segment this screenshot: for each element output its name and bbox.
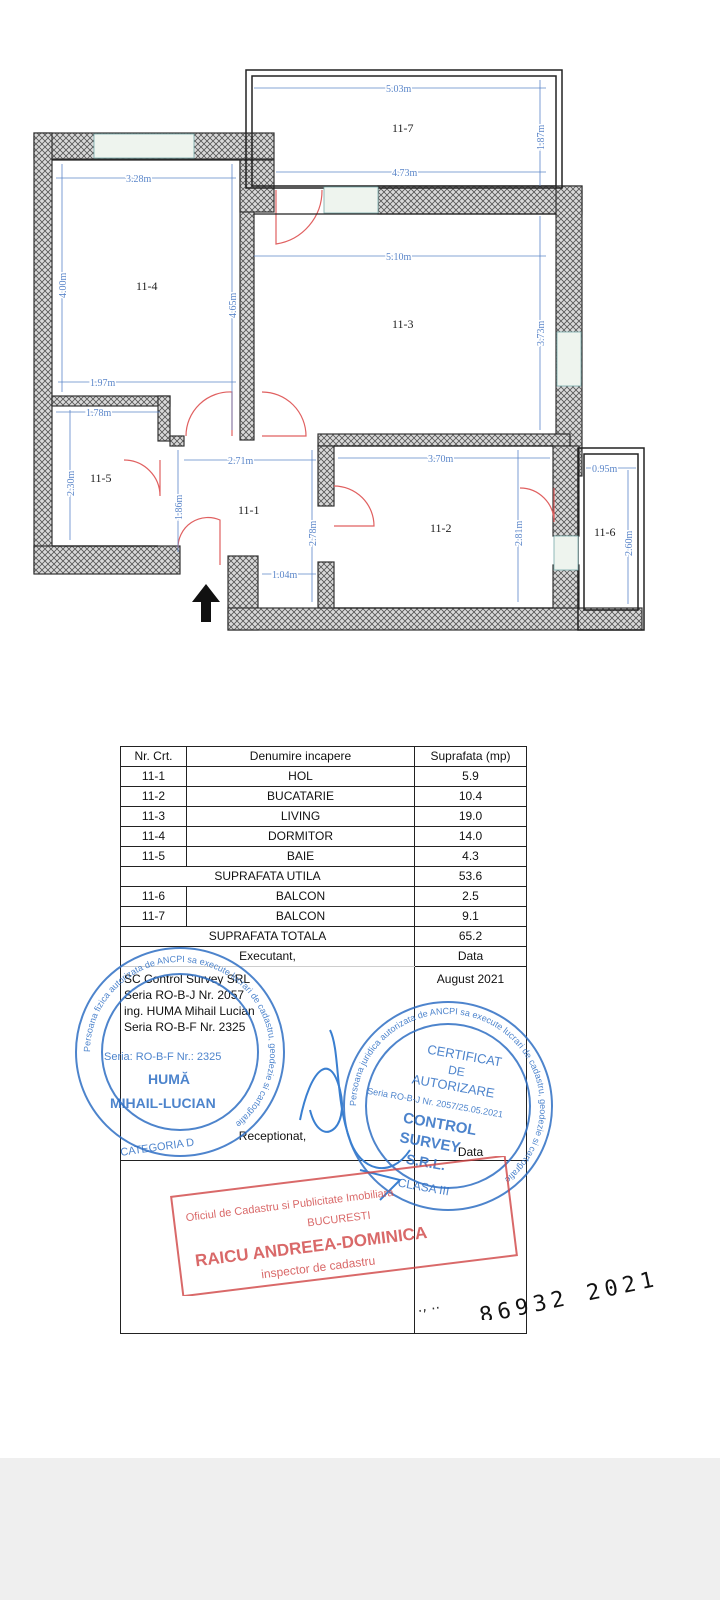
cell-nr: 11-7 — [120, 906, 187, 927]
left-seal-line2: HUMĂ — [148, 1071, 190, 1087]
svg-text:., ..: ., .. — [416, 1296, 441, 1316]
header-denumire: Denumire incapere — [186, 746, 415, 767]
data-label: Data — [414, 946, 527, 967]
dim-503: 5.03m — [386, 84, 412, 95]
room-label-11-3: 11-3 — [392, 317, 414, 331]
room-lines — [52, 159, 556, 609]
date-value: August 2021 — [436, 972, 505, 986]
room-label-11-1: 11-1 — [238, 503, 260, 517]
cell-nr: 11-5 — [120, 846, 187, 867]
bottom-bar — [0, 1458, 720, 1600]
left-seal-line1: Seria: RO-B-F Nr.: 2325 — [104, 1051, 221, 1063]
receptionat-body-row — [120, 1160, 527, 1334]
cell-area: 4.3 — [414, 846, 527, 867]
room-label-11-5: 11-5 — [90, 471, 112, 485]
cell-name: BALCON — [186, 906, 415, 927]
dim-095: 0.95m — [592, 464, 618, 475]
dim-178: 1.78m — [86, 408, 112, 419]
dim-230: 2.30m — [66, 471, 77, 497]
balcony-11-7-outline — [245, 69, 563, 189]
header-suprafata: Suprafata (mp) — [414, 746, 527, 767]
date-block: August 2021 Data — [414, 966, 527, 1161]
dim-370: 3.70m — [428, 454, 454, 465]
cell-nr: 11-4 — [120, 826, 187, 847]
receptionat-block — [120, 1160, 415, 1334]
dim-510: 5.10m — [386, 252, 412, 263]
dim-186: 1.86m — [174, 495, 185, 521]
room-label-11-2: 11-2 — [430, 521, 452, 535]
executant-header-row: Executant,Data — [120, 946, 527, 967]
floor-plan: 5.03m 1.87m 4.73m 3.28m 5.10m 4.00m 4.65… — [33, 69, 645, 631]
dim-281: 2.81m — [514, 521, 525, 547]
cell-name: HOL — [186, 766, 415, 787]
red-stamp: Oficiul de Cadastru si Publicitate Imobi… — [170, 1156, 518, 1296]
cell-name: BUCATARIE — [186, 786, 415, 807]
dim-187: 1.87m — [536, 125, 547, 151]
dim-104: 1.04m — [272, 570, 298, 581]
dim-400: 4.00m — [58, 273, 69, 299]
right-seal-line2: DE — [447, 1063, 466, 1080]
dim-465: 4.65m — [228, 293, 239, 319]
room-label-11-6: 11-6 — [594, 525, 616, 539]
executant-line: Seria RO-B-J Nr. 2057 — [124, 988, 245, 1002]
cell-nr: 11-3 — [120, 806, 187, 827]
cell-nr: 11-6 — [120, 886, 187, 907]
data-label-2: Data — [457, 1145, 484, 1159]
room-label-11-7: 11-7 — [392, 121, 414, 135]
cell-name: BAIE — [186, 846, 415, 867]
handwritten-number: 86932 2021 ., .. — [416, 1267, 661, 1320]
left-seal-line3: MIHAIL-LUCIAN — [110, 1095, 216, 1111]
dim-271: 2.71m — [228, 456, 254, 467]
cell-nr: 11-2 — [120, 786, 187, 807]
cell-area: 10.4 — [414, 786, 527, 807]
cell-nr: 11-1 — [120, 766, 187, 787]
cell-area: 2.5 — [414, 886, 527, 907]
executant-line: Seria RO-B-F Nr. 2325 — [124, 1020, 246, 1034]
cell-area: 14.0 — [414, 826, 527, 847]
handwritten-number-text: 86932 2021 — [477, 1267, 661, 1320]
cell-area: 19.0 — [414, 806, 527, 827]
dim-373: 3.73m — [536, 321, 547, 347]
entrance-arrow-icon — [192, 584, 220, 622]
cell-name: LIVING — [186, 806, 415, 827]
table-header-row: Nr. Crt. Denumire incapere Suprafata (mp… — [120, 746, 527, 767]
cell-area: 9.1 — [414, 906, 527, 927]
executant-line: SC Control Survey SRL — [124, 972, 251, 986]
right-seal: Persoana juridica autorizata de ANCPI sa… — [343, 1001, 553, 1211]
receptionat-label: Receptionat, — [238, 1129, 307, 1143]
room-label-11-4: 11-4 — [136, 279, 158, 293]
totala-value: 65.2 — [414, 926, 527, 947]
windows — [93, 133, 582, 571]
dim-278: 2.78m — [308, 521, 319, 547]
cell-area: 5.9 — [414, 766, 527, 787]
cell-name: BALCON — [186, 886, 415, 907]
left-seal: Persoana fizica autorizata de ANCPI sa e… — [75, 947, 285, 1159]
utila-value: 53.6 — [414, 866, 527, 887]
dim-473: 4.73m — [392, 168, 418, 179]
dim-328: 3.28m — [126, 174, 152, 185]
doors — [123, 189, 555, 565]
dim-197: 1.97m — [90, 378, 116, 389]
signature — [299, 1029, 411, 1201]
cell-name: DORMITOR — [186, 826, 415, 847]
dimension-lines — [56, 80, 636, 604]
executant-line: ing. HUMA Mihail Lucian — [124, 1004, 255, 1018]
dim-260: 2.60m — [624, 531, 635, 557]
header-nr: Nr. Crt. — [120, 746, 187, 767]
utila-label: SUPRAFATA UTILA — [120, 866, 415, 887]
red-stamp-line2: BUCURESTI — [307, 1210, 372, 1230]
